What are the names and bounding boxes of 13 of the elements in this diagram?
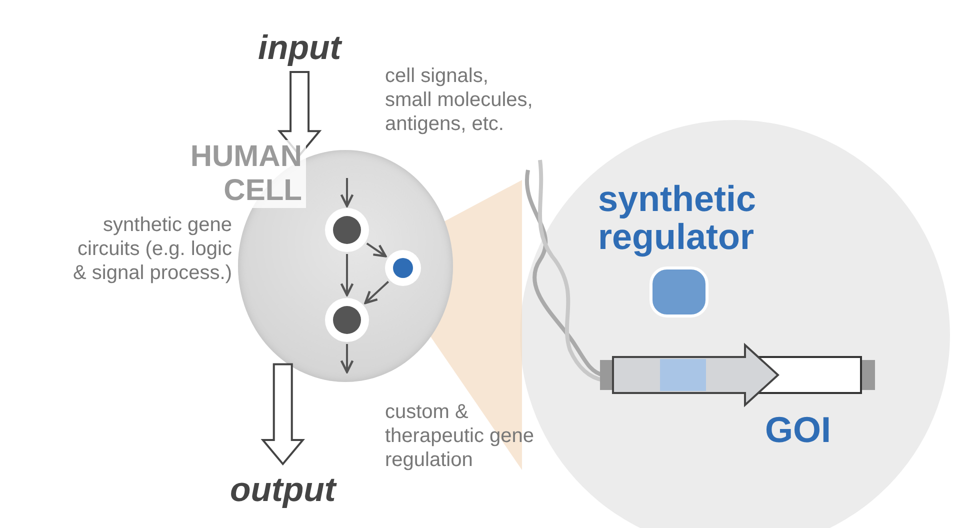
arrow — [340, 344, 354, 374]
input-heading: input — [258, 28, 342, 68]
arrow — [364, 280, 390, 304]
arrow — [366, 242, 387, 258]
regulator-label: synthetic regulator — [598, 180, 758, 256]
gene-label: GOI — [765, 410, 832, 450]
circuit-note: synthetic gene circuits (e.g. logic & signal process.) — [72, 213, 232, 285]
arrow — [340, 254, 354, 296]
hollow-arrow — [260, 363, 305, 466]
output-note: custom & therapeutic gene regulation — [385, 400, 536, 472]
output-heading: output — [230, 470, 336, 510]
arrow — [340, 178, 354, 208]
signal-note: cell signals, small molecules, antigens, etc. — [385, 64, 534, 136]
